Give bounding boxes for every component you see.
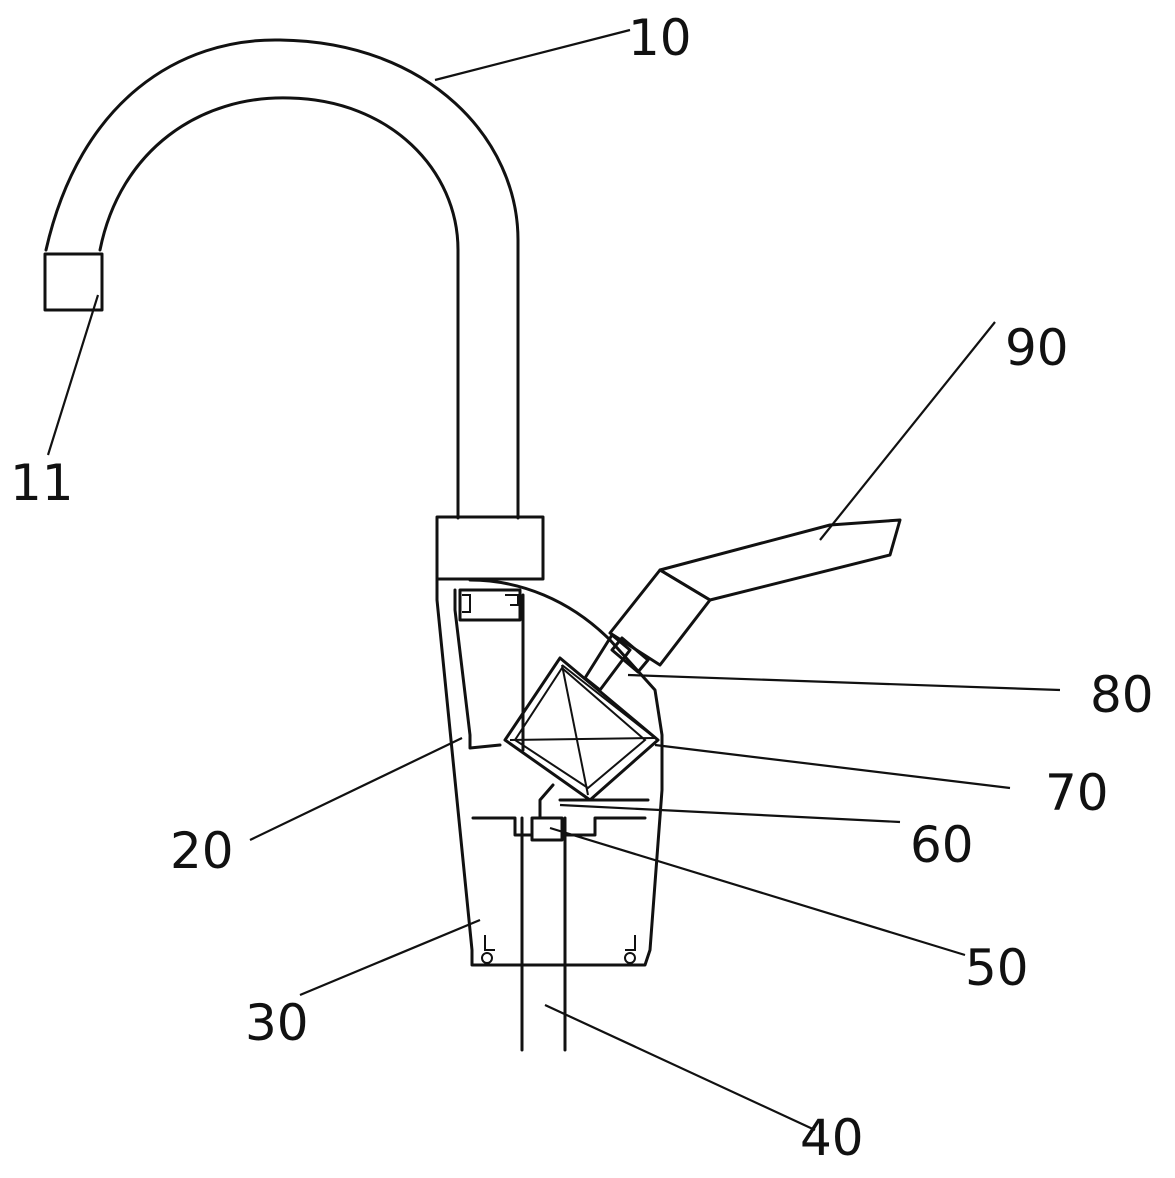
valve-cartridge — [503, 656, 660, 802]
base-right-step — [625, 935, 636, 951]
base-screw-right — [624, 952, 636, 964]
cartridge-diagonal-c — [561, 664, 656, 739]
leader-60 — [559, 803, 901, 824]
leader-lines — [46, 28, 1061, 1131]
cartridge-diagonal-b — [509, 737, 656, 741]
supply-pipe — [520, 816, 567, 1052]
leader-90 — [819, 321, 996, 541]
cartridge-inner-square — [513, 666, 647, 790]
upper-insert — [458, 588, 522, 622]
base-cavity — [471, 816, 647, 837]
leader-80 — [627, 673, 1061, 692]
label-50: 50 — [965, 939, 1029, 997]
upper-insert-clip — [462, 594, 519, 613]
reference-numerals: 10 11 90 80 70 60 20 50 30 40 — [10, 9, 1154, 1167]
leader-40 — [544, 1004, 816, 1131]
leader-30 — [299, 918, 481, 997]
leader-50 — [549, 826, 966, 957]
base-screw-left — [481, 952, 493, 964]
inlet-nipple — [530, 816, 564, 842]
handle-lever — [658, 518, 902, 602]
leader-70 — [654, 743, 1011, 790]
label-80: 80 — [1090, 666, 1154, 724]
leader-10 — [434, 28, 631, 82]
label-90: 90 — [1005, 319, 1069, 377]
cartridge-outlet-seat — [538, 783, 650, 820]
lower-connectors — [530, 783, 650, 842]
spout-nozzle — [43, 252, 104, 312]
leader-20 — [249, 737, 463, 841]
body-outer-wall — [435, 578, 664, 967]
spout-collar — [435, 515, 545, 581]
label-70: 70 — [1045, 764, 1109, 822]
label-60: 60 — [910, 816, 974, 874]
body-inner-wall — [453, 588, 502, 750]
stem-shaft — [583, 633, 632, 692]
spout-outer-wall — [44, 38, 520, 520]
valve-stem — [583, 633, 650, 692]
label-10: 10 — [628, 9, 692, 67]
cartridge-diagonal-a — [561, 664, 589, 796]
valve-body — [435, 515, 664, 967]
label-40: 40 — [800, 1109, 864, 1167]
label-20: 20 — [170, 822, 234, 880]
leader-11 — [46, 294, 100, 456]
handle-hub — [608, 568, 712, 667]
handle — [608, 518, 902, 667]
label-11: 11 — [10, 454, 74, 512]
spout-inner-wall — [98, 96, 460, 520]
base-left-step — [484, 935, 495, 951]
label-30: 30 — [245, 994, 309, 1052]
spout — [43, 38, 520, 520]
